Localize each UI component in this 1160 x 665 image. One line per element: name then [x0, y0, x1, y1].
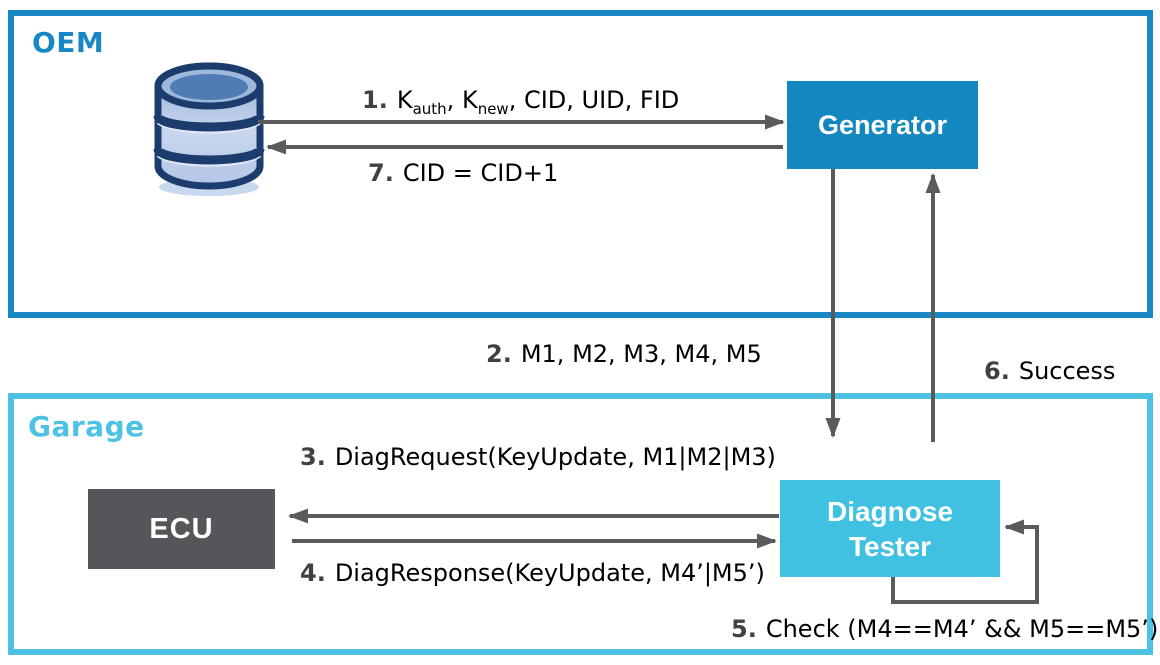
message-5-number: 5. — [731, 615, 757, 643]
message-7-label: 7.CID = CID+1 — [368, 159, 559, 187]
diagnose-tester-node: Diagnose Tester — [780, 480, 1000, 577]
tester-label-line1: Diagnose — [826, 495, 954, 527]
garage-container — [8, 393, 1153, 655]
oem-container — [8, 10, 1153, 318]
message-3-label: 3.DiagRequest(KeyUpdate, M1|M2|M3) — [300, 443, 776, 471]
generator-node: Generator — [787, 81, 978, 169]
generator-label: Generator — [817, 109, 948, 140]
ecu-node: ECU — [88, 489, 275, 569]
message-3-number: 3. — [300, 443, 326, 471]
message-7-number: 7. — [368, 159, 394, 187]
ecu-label: ECU — [149, 512, 214, 545]
message-2-label: 2.M1, M2, M3, M4, M5 — [486, 340, 762, 368]
message-6-number: 6. — [984, 357, 1010, 385]
message-4-number: 4. — [300, 559, 326, 587]
message-6-label: 6.Success — [984, 357, 1116, 385]
database-icon — [153, 62, 265, 196]
message-2-number: 2. — [486, 340, 512, 368]
message-1-number: 1. — [362, 86, 388, 114]
oem-title: OEM — [32, 26, 105, 59]
message-5-label: 5.Check (M4==M4’ && M5==M5’) — [731, 615, 1159, 643]
message-4-label: 4.DiagResponse(KeyUpdate, M4’|M5’) — [300, 559, 765, 587]
tester-label-line2: Tester — [849, 530, 931, 562]
garage-title: Garage — [28, 410, 145, 443]
message-1-label: 1.Kauth, Knew, CID, UID, FID — [362, 86, 680, 118]
